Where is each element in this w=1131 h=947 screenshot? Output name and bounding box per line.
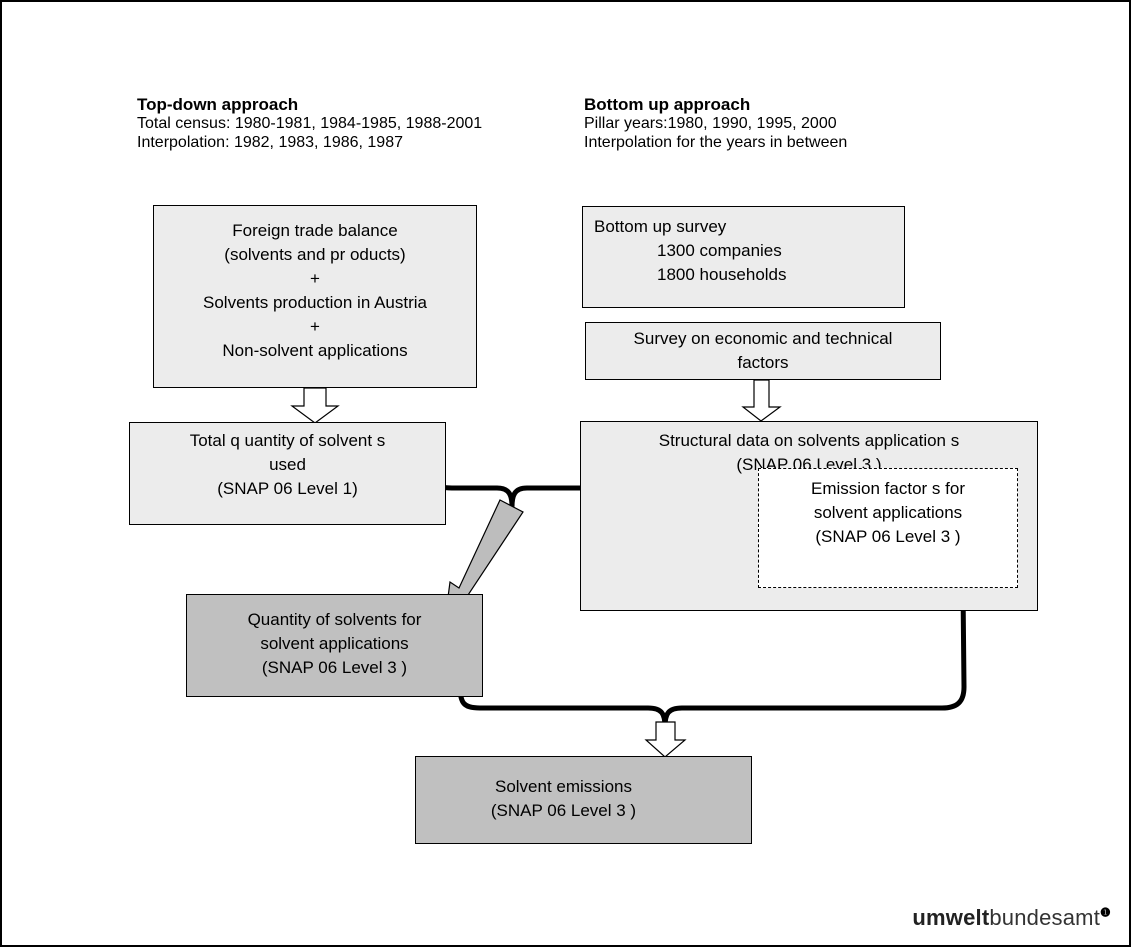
logo-mark-icon: ❶ (1100, 905, 1111, 920)
survey-factors-sub: factors (737, 353, 789, 372)
solvent-emissions-snap: (SNAP 06 Level 3 ) (490, 801, 637, 820)
foreign-trade-products: (solvents and pr oducts) (224, 245, 406, 264)
bottom-up-pillar-years: Pillar years:1980, 1990, 1995, 2000 (584, 115, 837, 132)
top-down-interpolation: Interpolation: 1982, 1983, 1986, 1987 (137, 134, 403, 151)
arrow-factors-to-structural (741, 379, 782, 422)
foreign-trade-line: Foreign trade balance (232, 221, 398, 240)
quantity-applications-sub: solvent applications (260, 634, 409, 653)
arrow-foreign-to-total (290, 387, 340, 424)
logo-bold-text: umwelt (912, 905, 990, 930)
structural-line: Structural data on solvents application … (658, 431, 960, 450)
box-total-quantity: Total q uantity of solvent s used (SNAP … (129, 422, 446, 525)
top-down-heading: Top-down approach Total census: 1980-198… (137, 95, 482, 152)
logo-text: bundesamt (989, 905, 1101, 930)
quantity-applications-snap: (SNAP 06 Level 3 ) (261, 658, 408, 677)
total-quantity-line: Total q uantity of solvent s (189, 431, 386, 450)
bottom-up-title: Bottom up approach (584, 95, 751, 114)
non-solvent-line: Non-solvent applications (222, 341, 408, 360)
survey-factors-line: Survey on economic and technical (633, 329, 893, 348)
top-down-title: Top-down approach (137, 95, 299, 114)
bottom-up-interpolation: Interpolation for the years in between (584, 134, 848, 151)
arrow-to-emissions (644, 721, 687, 758)
box-survey-factors: Survey on economic and technical factors (585, 322, 941, 380)
plus-sign: + (310, 269, 320, 288)
companies-count: 1300 companies (657, 241, 782, 260)
total-quantity-snap: (SNAP 06 Level 1) (217, 479, 358, 498)
households-count: 1800 households (657, 265, 787, 284)
total-quantity-used: used (269, 455, 306, 474)
production-line: Solvents production in Austria (203, 293, 427, 312)
box-solvent-emissions: Solvent emissions (SNAP 06 Level 3 ) (415, 756, 752, 844)
quantity-applications-line: Quantity of solvents for (247, 610, 422, 629)
bottom-survey-line: Bottom up survey (594, 217, 727, 236)
box-foreign-trade: Foreign trade balance (solvents and pr o… (153, 205, 477, 388)
umweltbundesamt-logo: umweltbundesamt❶ (912, 905, 1111, 931)
emission-factors-sub: solvent applications (813, 503, 963, 522)
box-emission-factors: Emission factor s for solvent applicatio… (758, 468, 1018, 588)
bottom-up-heading: Bottom up approach Pillar years:1980, 19… (584, 95, 847, 152)
box-bottom-up-survey: Bottom up survey 1300 companies 1800 hou… (582, 206, 905, 308)
plus-sign: + (310, 317, 320, 336)
emission-factors-snap: (SNAP 06 Level 3 ) (815, 527, 961, 546)
emission-factors-line: Emission factor s for (811, 479, 965, 498)
solvent-emissions-line: Solvent emissions (494, 777, 632, 796)
top-down-census: Total census: 1980-1981, 1984-1985, 1988… (137, 115, 483, 132)
box-quantity-applications: Quantity of solvents for solvent applica… (186, 594, 483, 697)
